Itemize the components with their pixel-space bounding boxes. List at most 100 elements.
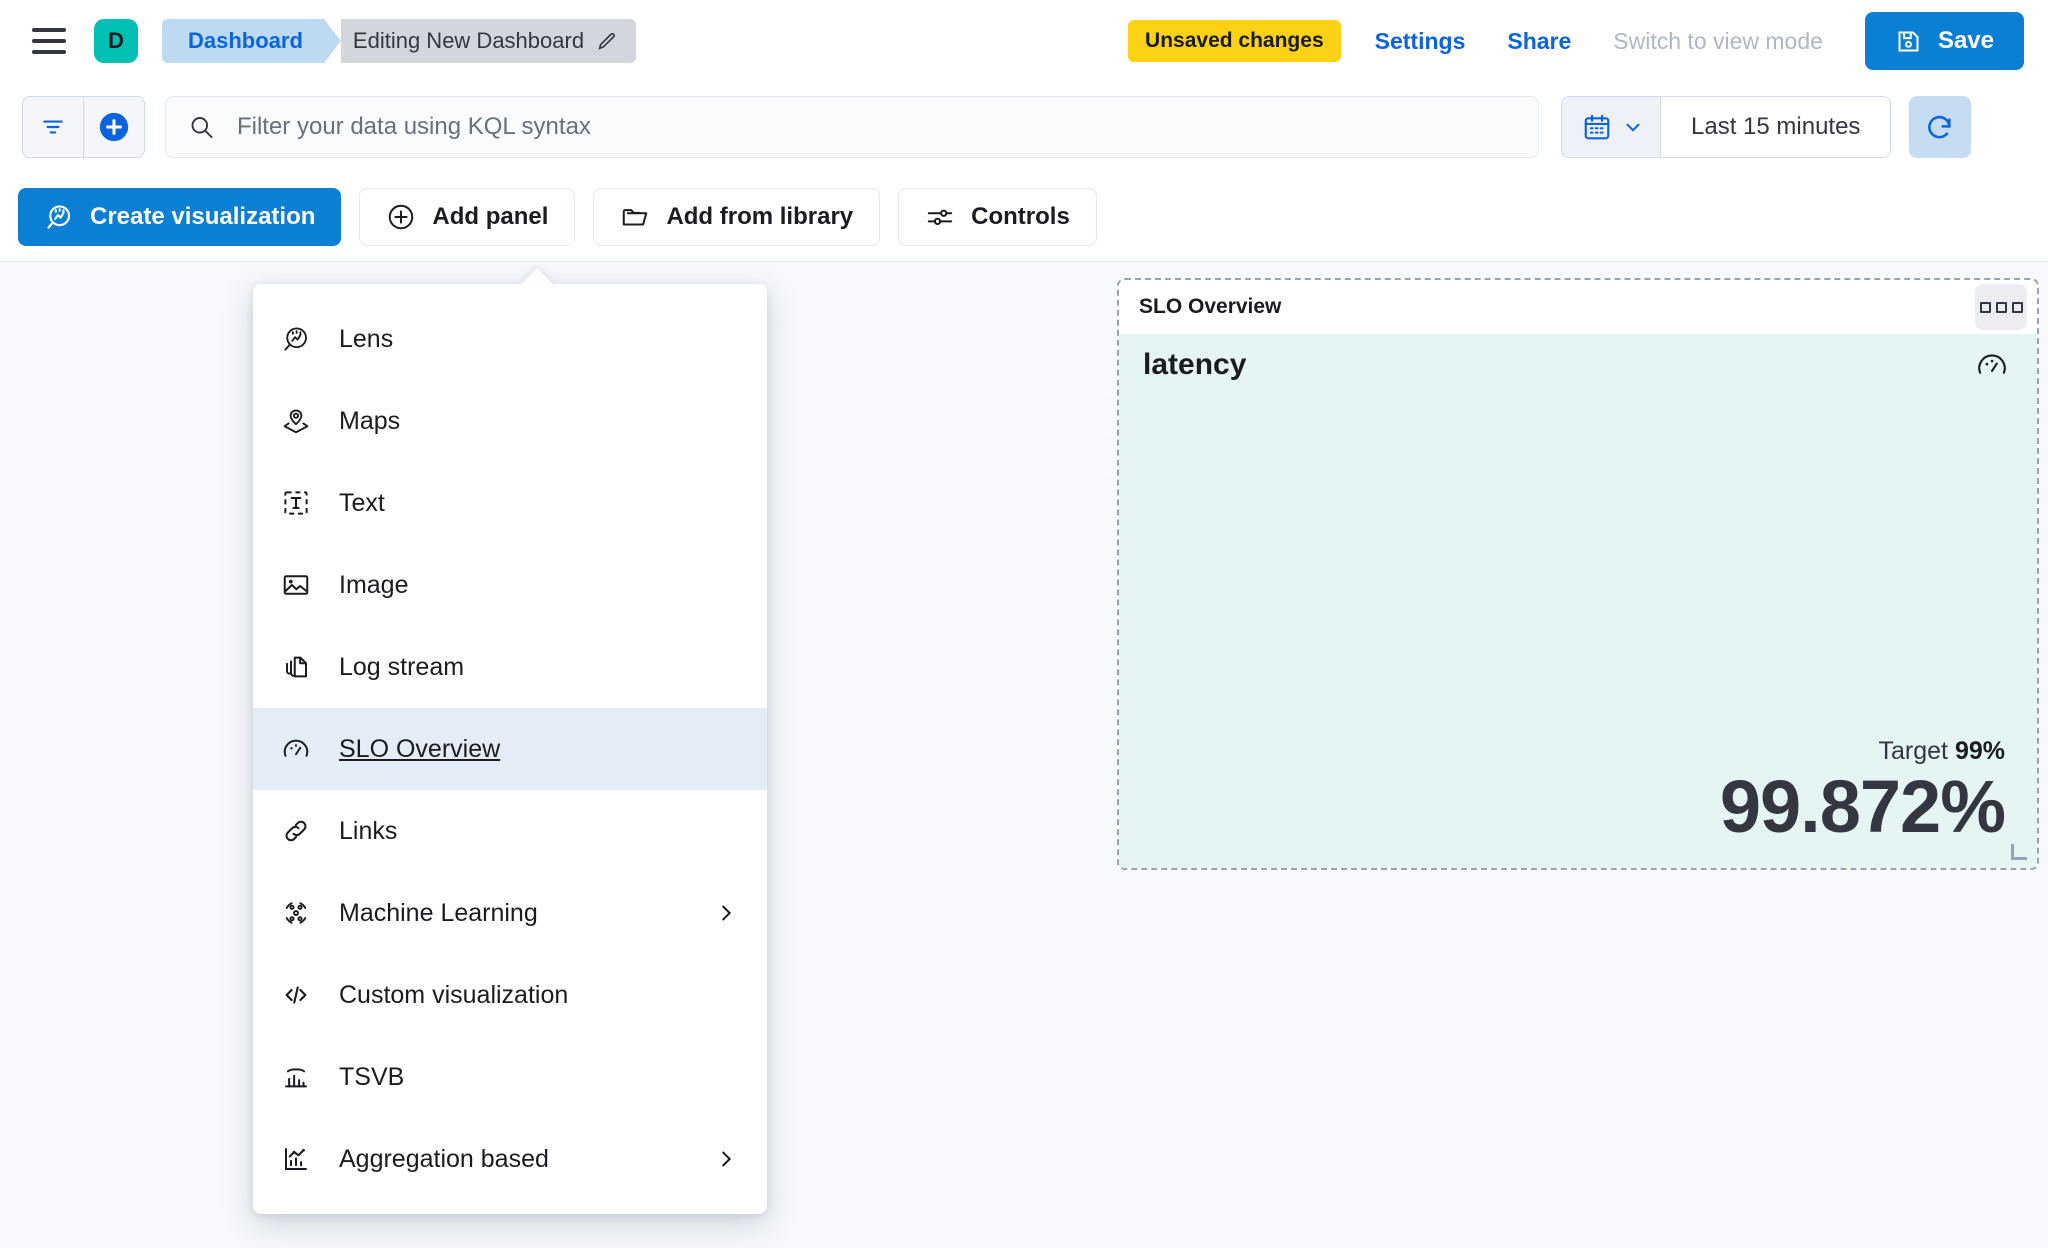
refresh-button[interactable] — [1909, 96, 1972, 158]
context-square — [1979, 301, 1991, 313]
filter-group — [22, 96, 145, 158]
breadcrumb-editing-dashboard[interactable]: Editing New Dashboard — [340, 19, 637, 63]
refresh-icon — [1928, 115, 1952, 139]
slo-overview-panel[interactable]: SLO Overview latency Target — [1117, 278, 2039, 870]
plus-circle-icon — [99, 112, 129, 142]
create-visualization-label: Create visualization — [90, 202, 316, 230]
menu-item-slo-overview[interactable]: SLO Overview — [253, 708, 767, 790]
controls-button[interactable]: Controls — [898, 187, 1097, 246]
chevron-right-icon — [722, 905, 732, 921]
popover-arrow — [520, 268, 554, 285]
date-picker-group: Last 15 minutes — [1561, 96, 1892, 158]
save-button-label: Save — [1937, 27, 1994, 54]
menu-item-label: TSVB — [339, 1062, 405, 1091]
slo-sli-value: 99.872% — [1719, 765, 2006, 848]
dashboard-content-area: Lens Maps Text — [0, 262, 2048, 1248]
date-range-value[interactable]: Last 15 minutes — [1691, 113, 1861, 140]
breadcrumb-dashboard-label: Dashboard — [188, 28, 303, 53]
pencil-icon[interactable] — [596, 30, 618, 52]
menu-item-maps[interactable]: Maps — [253, 380, 767, 462]
lens-icon — [47, 204, 71, 229]
menu-item-log-stream[interactable]: Log stream — [253, 626, 767, 708]
menu-item-machine-learning[interactable]: Machine Learning — [253, 872, 767, 954]
create-visualization-button[interactable]: Create visualization — [18, 187, 342, 246]
menu-item-aggregation-based[interactable]: Aggregation based — [253, 1118, 767, 1200]
menu-item-label: Text — [339, 488, 385, 517]
context-square — [1995, 301, 2007, 313]
menu-item-text[interactable]: Text — [253, 462, 767, 544]
context-square — [2011, 301, 2023, 313]
tsvb-icon — [281, 1062, 311, 1092]
save-disk-icon — [1898, 30, 1919, 52]
add-from-library-label: Add from library — [666, 202, 854, 230]
chevron-right-icon — [722, 1151, 732, 1167]
link-icon — [281, 816, 311, 846]
menu-item-label: Lens — [339, 324, 394, 353]
lens-icon — [281, 324, 311, 354]
add-from-library-button[interactable]: Add from library — [593, 187, 881, 246]
breadcrumb: Dashboard Editing New Dashboard — [162, 19, 637, 63]
dashboard-toolbar: Create visualization Add panel Add from … — [0, 172, 2048, 262]
menu-item-label: Links — [339, 816, 398, 845]
divider — [83, 97, 84, 157]
search-input[interactable] — [236, 113, 1516, 141]
calendar-icon — [1584, 114, 1610, 140]
map-marker-icon — [281, 406, 311, 436]
image-icon — [281, 570, 311, 600]
gauge-icon — [1978, 354, 2006, 374]
slo-metrics: Target 99% 99.872% — [1143, 737, 2009, 844]
menu-item-custom-visualization[interactable]: Custom visualization — [253, 954, 767, 1036]
menu-item-label: Machine Learning — [339, 898, 538, 927]
search-field-wrapper[interactable] — [165, 96, 1539, 158]
menu-item-lens[interactable]: Lens — [253, 298, 767, 380]
menu-item-label: Image — [339, 570, 409, 599]
date-quick-select-button[interactable] — [1562, 97, 1661, 157]
top-header: D Dashboard Editing New Dashboard Unsave… — [0, 0, 2048, 82]
controls-label: Controls — [971, 202, 1070, 230]
menu-item-label: SLO Overview — [339, 734, 501, 763]
log-stream-icon — [281, 652, 311, 682]
chevron-down-icon — [1626, 123, 1640, 132]
resize-handle-icon[interactable] — [2011, 844, 2027, 860]
add-filter-button[interactable] — [84, 97, 144, 157]
menu-item-label: Maps — [339, 406, 401, 435]
breadcrumb-dashboard[interactable]: Dashboard — [162, 19, 341, 63]
panel-header: SLO Overview — [1119, 280, 2037, 334]
panel-context-menu-icon[interactable] — [1975, 284, 2027, 330]
menu-item-tsvb[interactable]: TSVB — [253, 1036, 767, 1118]
menu-item-label: Custom visualization — [339, 980, 569, 1009]
add-panel-button[interactable]: Add panel — [359, 187, 576, 246]
slo-target-value: 99% — [1954, 737, 2005, 765]
add-panel-menu: Lens Maps Text — [253, 268, 767, 1214]
menu-item-label: Aggregation based — [339, 1144, 549, 1173]
machine-learning-icon — [281, 898, 311, 928]
space-avatar[interactable]: D — [94, 19, 138, 63]
slo-target-label: Target — [1878, 737, 1948, 765]
menu-item-links[interactable]: Links — [253, 790, 767, 872]
slo-name: latency — [1143, 348, 1247, 381]
aggregation-icon — [281, 1144, 311, 1174]
breadcrumb-editing-label: Editing New Dashboard — [352, 28, 585, 53]
query-bar: Last 15 minutes — [0, 82, 2048, 172]
add-panel-label: Add panel — [432, 202, 549, 230]
filter-options-button[interactable] — [23, 97, 83, 157]
menu-item-image[interactable]: Image — [253, 544, 767, 626]
text-box-icon — [281, 488, 311, 518]
plus-circle-icon — [389, 204, 414, 229]
slo-header-row: latency — [1143, 348, 2009, 382]
settings-link[interactable]: Settings — [1374, 27, 1466, 54]
search-icon — [191, 117, 213, 139]
unsaved-changes-badge[interactable]: Unsaved changes — [1128, 20, 1341, 62]
switch-to-view-mode-link[interactable]: Switch to view mode — [1613, 27, 1823, 54]
slo-target: Target 99% — [1143, 737, 2005, 766]
sliders-icon — [927, 209, 953, 225]
code-icon — [281, 980, 311, 1010]
menu-item-label: Log stream — [339, 652, 465, 681]
gauge-icon — [281, 734, 311, 764]
save-button[interactable]: Save — [1864, 12, 2024, 70]
panel-title: SLO Overview — [1139, 295, 1282, 318]
filter-icon — [43, 120, 63, 134]
hamburger-menu-icon[interactable] — [32, 28, 66, 54]
folder-icon — [623, 208, 648, 225]
share-link[interactable]: Share — [1507, 27, 1572, 54]
